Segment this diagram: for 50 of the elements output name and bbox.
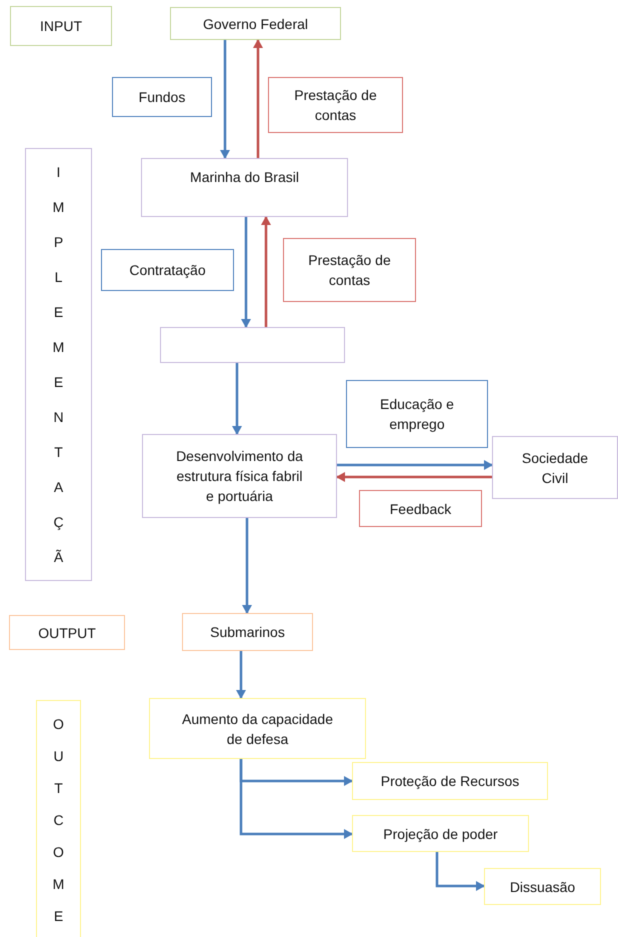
flow-label-box — [101, 249, 234, 291]
stage-label-box — [36, 700, 81, 937]
arrow — [253, 39, 263, 158]
arrow — [337, 460, 493, 470]
node-label: INPUT — [40, 17, 82, 36]
process-box — [182, 613, 313, 651]
node-label: Fundos — [138, 88, 186, 107]
node-label: OUTPUT — [38, 624, 96, 642]
process-box — [141, 158, 348, 217]
process-box — [492, 436, 618, 499]
flow-label-box — [346, 380, 488, 448]
process-box — [149, 698, 366, 759]
arrow — [220, 40, 230, 159]
arrow — [241, 217, 251, 328]
arrow — [236, 651, 246, 699]
stage-label-box — [9, 615, 125, 650]
arrow — [242, 518, 252, 614]
node-label: Prestação de contas — [307, 251, 392, 290]
node-label: Proteção de Recursos — [380, 772, 520, 791]
node-label: Contratação — [129, 261, 206, 280]
process-box — [170, 7, 341, 40]
node-label: Projeção de poder — [383, 824, 498, 844]
flow-label-box — [268, 77, 403, 133]
arrow — [336, 472, 492, 482]
flow-label-box — [112, 77, 212, 117]
process-box — [160, 327, 345, 363]
node-label: Submarinos — [210, 623, 285, 642]
node-label: Desenvolvimento da estrutura física fabril e portuária — [175, 447, 304, 506]
node-label: Dissuasão — [510, 878, 576, 896]
node-label: Marinha do Brasil — [190, 168, 299, 187]
node-label: Governo Federal — [202, 14, 308, 34]
node-label: Prestação de contas — [293, 86, 378, 125]
vertical-label: OUTCOME — [52, 715, 66, 926]
arrow — [261, 216, 271, 327]
node-label: Aumento da capacidade de defesa — [181, 710, 334, 748]
process-box — [484, 868, 601, 905]
node-label: Feedback — [390, 500, 452, 518]
node-label: Educação e emprego — [379, 395, 455, 434]
arrow — [232, 363, 242, 435]
node-label: Sociedade Civil — [521, 448, 589, 488]
process-box — [352, 815, 529, 852]
flow-label-box — [359, 490, 482, 527]
flow-label-box — [283, 238, 416, 302]
arrow — [436, 852, 485, 891]
stage-label-box — [25, 148, 92, 581]
arrow — [240, 759, 353, 839]
stage-label-box — [10, 6, 112, 46]
vertical-label: IMPLEMENTAÇÃ — [52, 162, 66, 566]
process-box — [142, 434, 337, 518]
process-box — [352, 762, 548, 800]
